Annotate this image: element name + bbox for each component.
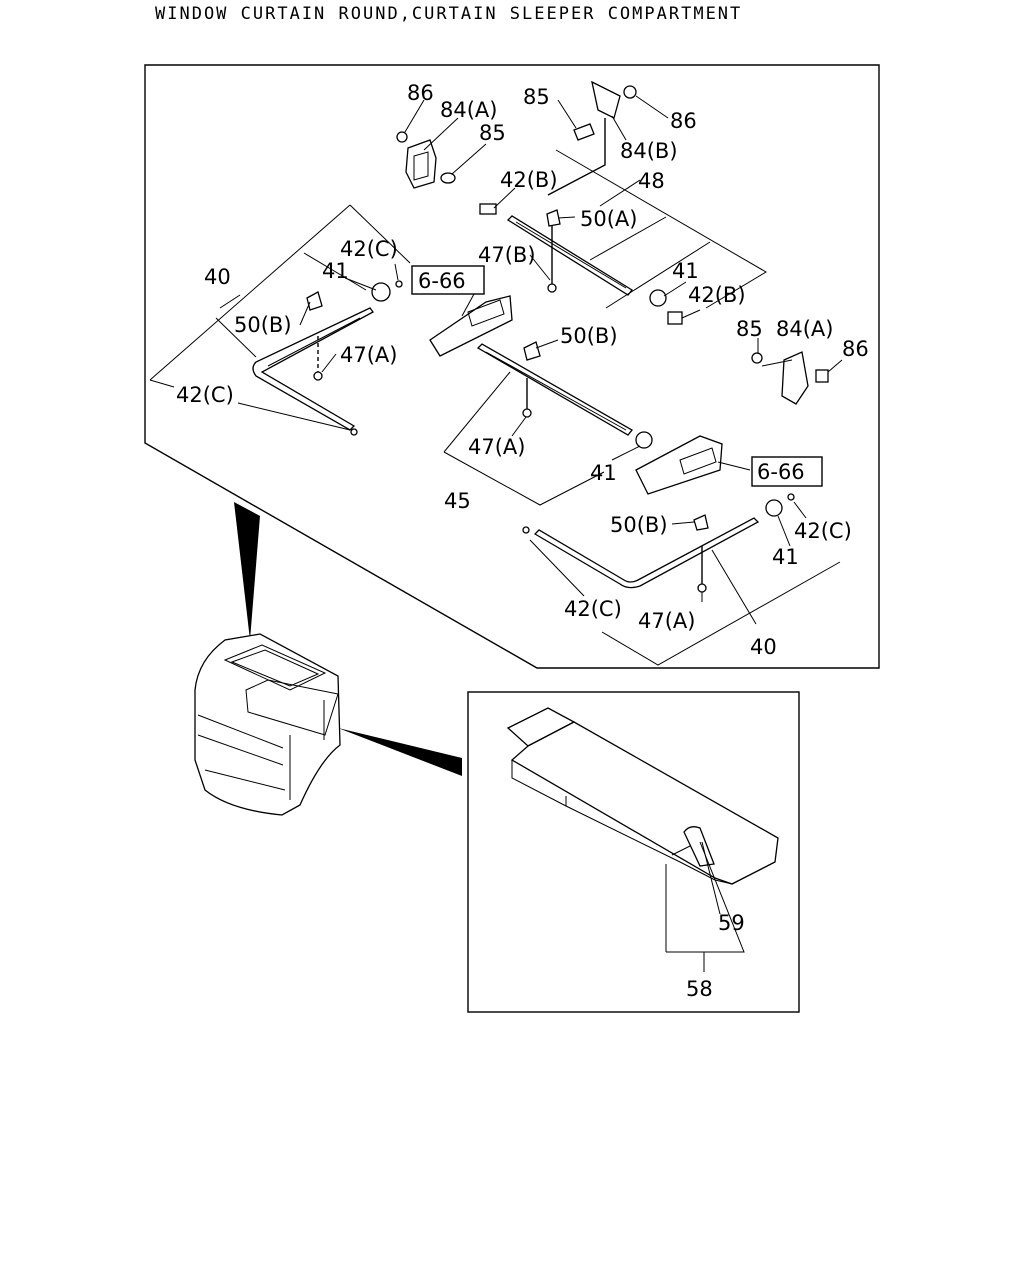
part-labels: 86 84(A) 85 85 86 84(B) 42(B) 48 50(A) 4… <box>176 81 869 1001</box>
rail-40-left <box>252 280 403 436</box>
label-41: 41 <box>772 545 799 569</box>
rail-45 <box>476 341 653 449</box>
leader-58 <box>665 841 745 972</box>
label-85: 85 <box>523 85 550 109</box>
label-47a: 47(A) <box>638 609 695 633</box>
ref-label: 6-66 <box>757 460 805 484</box>
detail-frame <box>467 691 800 1013</box>
label-47a: 47(A) <box>468 435 525 459</box>
label-45: 45 <box>444 489 471 513</box>
sunvisor-detail <box>506 707 779 885</box>
label-41: 41 <box>322 259 349 283</box>
label-84b: 84(B) <box>620 139 678 163</box>
label-86: 86 <box>842 337 869 361</box>
label-42b: 42(B) <box>500 168 558 192</box>
bracket-84b-top <box>547 80 637 196</box>
label-42b: 42(B) <box>688 283 746 307</box>
ref-box-right: 6-66 <box>751 456 823 487</box>
page-title: WINDOW CURTAIN ROUND,CURTAIN SLEEPER COM… <box>155 4 743 24</box>
label-84a: 84(A) <box>440 98 497 122</box>
label-50b: 50(B) <box>610 513 668 537</box>
label-84a: 84(A) <box>776 317 833 341</box>
label-42c: 42(C) <box>564 597 622 621</box>
label-86: 86 <box>407 81 434 105</box>
label-40: 40 <box>204 265 231 289</box>
rail-48 <box>479 203 683 325</box>
label-85: 85 <box>479 121 506 145</box>
curtain-panel-left <box>429 295 513 357</box>
label-47a: 47(A) <box>340 343 397 367</box>
pointer-wedge-detail <box>338 728 462 776</box>
label-50b: 50(B) <box>560 324 618 348</box>
main-frame <box>144 64 880 669</box>
label-41: 41 <box>672 259 699 283</box>
cab-illustration <box>194 633 341 816</box>
label-40: 40 <box>750 635 777 659</box>
label-41: 41 <box>590 461 617 485</box>
label-85: 85 <box>736 317 763 341</box>
label-42c: 42(C) <box>794 519 852 543</box>
label-50a: 50(A) <box>580 207 637 231</box>
leader-lines <box>149 95 843 666</box>
label-42c: 42(C) <box>176 383 234 407</box>
bracket-84a-right <box>751 351 829 405</box>
label-86: 86 <box>670 109 697 133</box>
label-48: 48 <box>638 169 665 193</box>
label-47b: 47(B) <box>478 243 536 267</box>
pointer-wedge-main <box>234 502 260 640</box>
curtain-panel-right <box>635 435 723 495</box>
label-42c: 42(C) <box>340 237 398 261</box>
label-58: 58 <box>686 977 713 1001</box>
label-59: 59 <box>718 911 745 935</box>
bracket-84a-top <box>396 131 456 189</box>
rail-40-right <box>522 493 795 593</box>
ref-box-left: 6-66 <box>411 265 485 295</box>
label-50b: 50(B) <box>234 313 292 337</box>
ref-label: 6-66 <box>418 269 466 293</box>
